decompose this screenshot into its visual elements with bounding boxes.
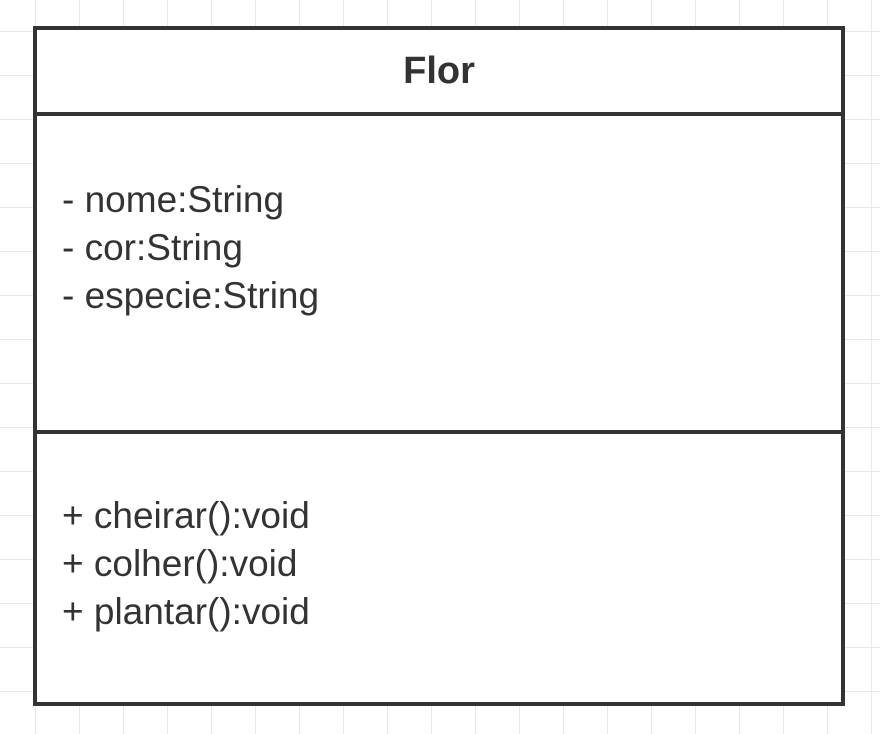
- attribute-item: - nome:String: [62, 179, 285, 220]
- class-header: Flor: [37, 30, 841, 116]
- method-item: + cheirar():void: [62, 495, 310, 536]
- uml-class-box[interactable]: Flor - nome:String - cor:String - especi…: [33, 26, 845, 706]
- class-name: Flor: [403, 49, 475, 92]
- methods-compartment: + cheirar():void + colher():void + plant…: [37, 434, 841, 702]
- attributes-compartment: - nome:String - cor:String - especie:Str…: [37, 116, 841, 434]
- method-item: + colher():void: [62, 543, 298, 584]
- attribute-item: - especie:String: [62, 275, 320, 316]
- method-item: + plantar():void: [62, 591, 310, 632]
- attribute-item: - cor:String: [62, 227, 243, 268]
